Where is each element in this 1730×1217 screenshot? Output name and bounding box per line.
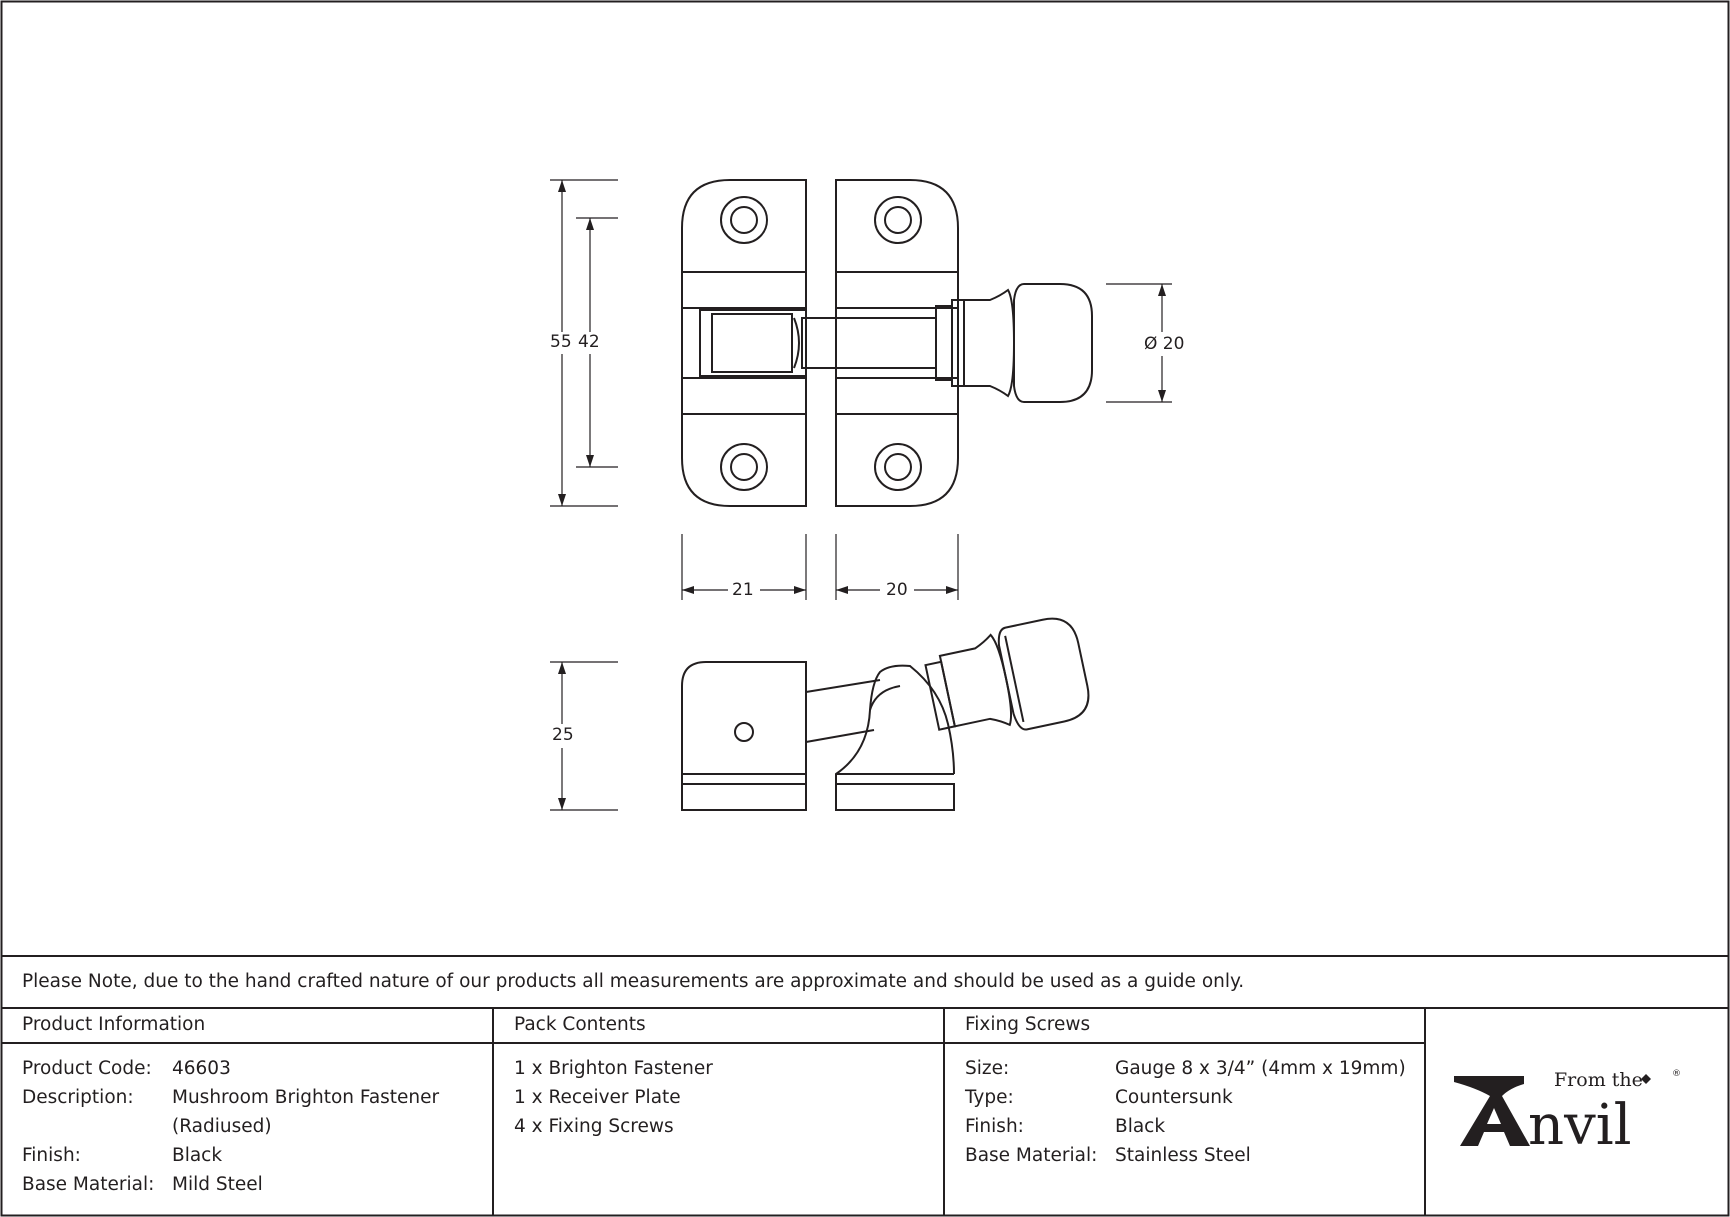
description-label: Description: [22, 1087, 134, 1108]
left-plate [681, 179, 807, 507]
screw-type-value: Countersunk [1115, 1087, 1233, 1108]
base-material-label: Base Material: [22, 1174, 155, 1195]
logo-brand: nvil [1528, 1093, 1632, 1154]
logo-from-the: From the [1554, 1069, 1643, 1091]
fixing-screws-header: Fixing Screws [965, 1014, 1091, 1035]
product-code-value: 46603 [172, 1058, 231, 1079]
measurement-note: Please Note, due to the hand crafted nat… [22, 971, 1245, 992]
pack-item: 1 x Brighton Fastener [514, 1058, 713, 1079]
dim-height-side: 25 [550, 725, 576, 745]
screw-base-material-label: Base Material: [965, 1145, 1098, 1166]
finish-value: Black [172, 1145, 223, 1166]
base-material-value: Mild Steel [172, 1174, 263, 1195]
screw-size-label: Size: [965, 1058, 1010, 1079]
pack-contents-header: Pack Contents [514, 1014, 646, 1035]
right-plate [835, 179, 959, 507]
dim-height-holes: 42 [576, 332, 602, 352]
pack-item: 1 x Receiver Plate [514, 1087, 681, 1108]
dim-width-left: 21 [730, 580, 756, 600]
product-info-header: Product Information [22, 1014, 206, 1035]
dim-diameter: Ø 20 [1142, 334, 1187, 354]
anvil-icon [1454, 1076, 1524, 1096]
mushroom-knob [1013, 283, 1093, 403]
description-value-line2: (Radiused) [172, 1116, 272, 1137]
dim-width-right: 20 [884, 580, 910, 600]
anvil-logo: From the nvil ® [1454, 1069, 1681, 1154]
description-value: Mushroom Brighton Fastener [172, 1087, 440, 1108]
screw-finish-value: Black [1115, 1116, 1166, 1137]
pack-item: 4 x Fixing Screws [514, 1116, 674, 1137]
screw-type-label: Type: [965, 1087, 1014, 1108]
product-code-label: Product Code: [22, 1058, 152, 1079]
screw-base-material-value: Stainless Steel [1115, 1145, 1251, 1166]
side-view [681, 617, 1090, 811]
logo-registered: ® [1672, 1069, 1681, 1079]
dimension-arrows [558, 180, 1166, 810]
finish-label: Finish: [22, 1145, 81, 1166]
dim-height-total: 55 [548, 332, 574, 352]
screw-finish-label: Finish: [965, 1116, 1024, 1137]
front-view [681, 179, 1093, 507]
screw-size-value: Gauge 8 x 3/4” (4mm x 19mm) [1115, 1058, 1406, 1079]
dimension-lines [550, 179, 1172, 811]
